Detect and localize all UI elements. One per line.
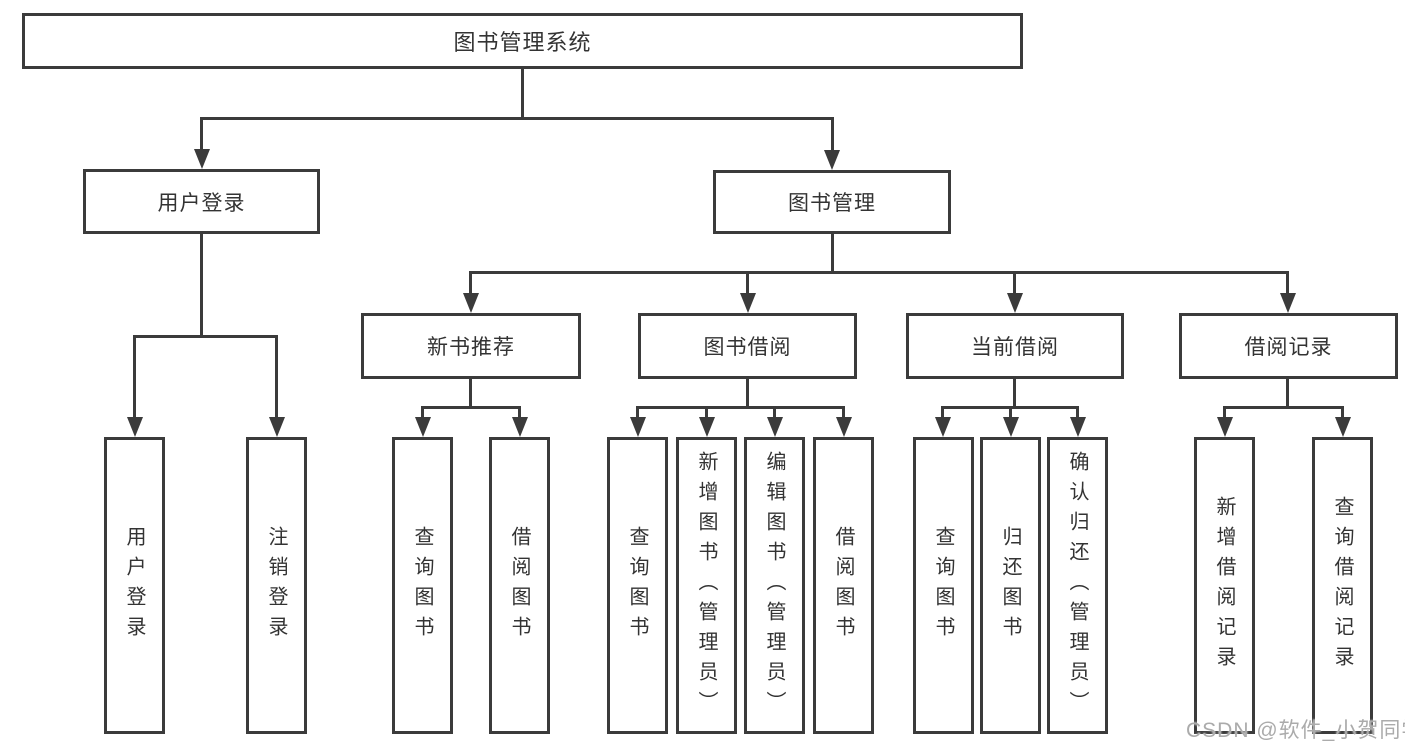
leaf-borrow-books-newbook: 借阅图书 — [489, 437, 550, 734]
connector-user-login-bar — [133, 335, 278, 338]
arrowhead — [512, 417, 528, 437]
node-label: 当前借阅 — [971, 336, 1059, 359]
node-label: 查询借阅记录 — [1331, 495, 1353, 676]
arrowhead — [1217, 417, 1233, 437]
connector-drop — [636, 406, 639, 419]
leaf-query-books-current: 查询图书 — [913, 437, 974, 734]
arrowhead — [1335, 417, 1351, 437]
connector-drop-book-borrow — [746, 271, 749, 295]
connector-drop — [941, 406, 944, 419]
connector-drop — [518, 406, 521, 419]
connector-new-book-bar — [421, 406, 521, 409]
arrowhead — [699, 417, 715, 437]
connector-drop-login — [133, 335, 136, 419]
connector-drop — [1341, 406, 1344, 419]
leaf-borrow-books: 借阅图书 — [813, 437, 874, 734]
arrowhead-login — [127, 417, 143, 437]
arrowhead — [935, 417, 951, 437]
connector-drop — [1076, 406, 1079, 419]
connector-drop-logout — [275, 335, 278, 419]
node-label: 确认归还（管理员） — [1066, 450, 1088, 721]
arrowhead-book-management — [824, 150, 840, 170]
arrowhead — [1070, 417, 1086, 437]
connector-level2-bar — [200, 117, 834, 120]
arrowhead — [836, 417, 852, 437]
leaf-query-books-newbook: 查询图书 — [392, 437, 453, 734]
connector-drop-user-login — [200, 117, 203, 151]
connector-book-borrow-stem — [746, 377, 749, 408]
node-label: 用户登录 — [123, 525, 145, 646]
node-book-borrow: 图书借阅 — [638, 313, 857, 379]
node-book-management: 图书管理 — [713, 170, 951, 234]
node-label: 新增借阅记录 — [1213, 495, 1235, 676]
leaf-logout: 注销登录 — [246, 437, 307, 734]
node-label: 新增图书（管理员） — [695, 450, 717, 721]
connector-drop-book-management — [831, 117, 834, 152]
connector-user-login-stem — [200, 233, 203, 337]
leaf-query-books-borrow: 查询图书 — [607, 437, 668, 734]
connector-borrow-records-bar — [1223, 406, 1344, 409]
arrowhead — [767, 417, 783, 437]
connector-drop — [1009, 406, 1012, 419]
connector-book-borrow-bar — [636, 406, 845, 409]
node-library-management-system: 图书管理系统 — [22, 13, 1023, 69]
node-label: 用户登录 — [157, 191, 246, 215]
node-borrow-records: 借阅记录 — [1179, 313, 1398, 379]
node-label: 图书管理 — [788, 192, 876, 215]
connector-borrow-records-stem — [1286, 377, 1289, 408]
node-label: 注销登录 — [265, 525, 287, 646]
arrowhead-new-book — [463, 293, 479, 313]
leaf-confirm-return-admin: 确认归还（管理员） — [1047, 437, 1108, 734]
leaf-query-borrow-record: 查询借阅记录 — [1312, 437, 1373, 734]
leaf-add-borrow-record: 新增借阅记录 — [1194, 437, 1255, 734]
arrowhead — [1003, 417, 1019, 437]
connector-drop — [842, 406, 845, 419]
arrowhead-user-login — [194, 149, 210, 169]
node-current-borrow: 当前借阅 — [906, 313, 1124, 379]
arrowhead-book-borrow — [740, 293, 756, 313]
node-label: 新书推荐 — [427, 336, 515, 359]
arrowhead-logout — [269, 417, 285, 437]
connector-book-management-stem — [831, 233, 834, 273]
node-label: 图书借阅 — [703, 336, 792, 359]
node-label: 归还图书 — [999, 525, 1021, 646]
node-label: 查询图书 — [932, 525, 954, 646]
arrowhead-borrow-records — [1280, 293, 1296, 313]
connector-drop — [421, 406, 424, 419]
node-label: 图书管理系统 — [453, 30, 592, 55]
node-label: 查询图书 — [411, 525, 433, 646]
connector-drop — [1223, 406, 1226, 419]
node-label: 借阅记录 — [1244, 336, 1333, 359]
connector-new-book-stem — [469, 377, 472, 408]
node-label: 借阅图书 — [832, 525, 854, 646]
leaf-user-login: 用户登录 — [104, 437, 165, 734]
connector-level3-bar — [469, 271, 1289, 274]
connector-drop — [705, 406, 708, 419]
node-label: 查询图书 — [626, 525, 648, 646]
connector-drop-new-book — [469, 271, 472, 295]
connector-drop-borrow-records — [1286, 271, 1289, 295]
leaf-add-books-admin: 新增图书（管理员） — [676, 437, 737, 734]
leaf-return-books: 归还图书 — [980, 437, 1041, 734]
arrowhead — [415, 417, 431, 437]
connector-drop-current-borrow — [1013, 271, 1016, 295]
connector-root-stem — [521, 68, 524, 119]
connector-drop — [773, 406, 776, 419]
node-label: 借阅图书 — [508, 525, 530, 646]
node-new-book-recommend: 新书推荐 — [361, 313, 581, 379]
arrowhead-current-borrow — [1007, 293, 1023, 313]
csdn-watermark: CSDN @软件_小贺同学 — [1186, 719, 1405, 742]
node-label: 编辑图书（管理员） — [763, 450, 785, 721]
node-user-login: 用户登录 — [83, 169, 320, 234]
arrowhead — [630, 417, 646, 437]
connector-current-borrow-stem — [1013, 377, 1016, 408]
leaf-edit-books-admin: 编辑图书（管理员） — [744, 437, 805, 734]
